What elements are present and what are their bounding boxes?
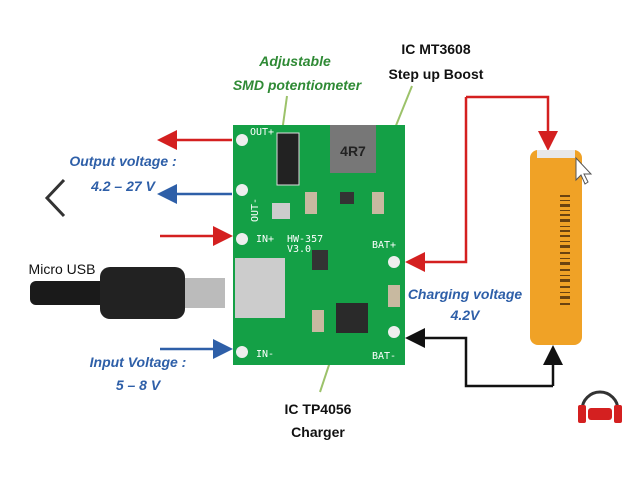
cic-logo	[578, 390, 622, 423]
charger-ic-leader	[319, 361, 331, 393]
pad-in-plus: IN+	[256, 234, 274, 245]
micro-usb-label: Micro USB	[29, 261, 96, 277]
input-voltage-label: Input Voltage :	[90, 354, 187, 370]
inductor	[330, 125, 376, 173]
charging-voltage-value: 4.2V	[450, 307, 481, 323]
mouse-cursor-icon	[575, 156, 593, 185]
battery-plus-wire	[466, 95, 558, 151]
chevron-left-icon	[44, 178, 66, 218]
pad-out-plus: OUT+	[250, 127, 274, 138]
board-model: HW-357	[287, 234, 323, 245]
pad-in-minus: IN-	[256, 349, 274, 360]
previous-image-button[interactable]	[38, 175, 74, 223]
charger-ic-label-2: Charger	[291, 424, 345, 440]
battery-18650	[530, 150, 582, 345]
micro-usb-cable	[30, 267, 225, 319]
output-voltage-range: 4.2 – 27 V	[90, 178, 156, 194]
potentiometer-label: Adjustable	[258, 53, 331, 69]
boost-ic-label: IC MT3608	[401, 41, 470, 57]
inductor-marking: 4R7	[340, 143, 366, 159]
boost-ic-label-2: Step up Boost	[389, 66, 484, 82]
pad-bat-minus: BAT-	[372, 351, 396, 362]
pad-out-minus: OUT-	[250, 198, 261, 222]
board-version: V3.0	[287, 244, 311, 255]
bat-plus-arrow	[405, 97, 468, 272]
output-voltage-label: Output voltage :	[69, 153, 176, 169]
boost-ic-leader	[394, 85, 413, 129]
bat-minus-arrow	[405, 328, 553, 388]
pcb-board: 4R7 OUT+ OUT- IN+ IN- BAT+ BAT- HW-357 V…	[233, 125, 405, 365]
tp4056-chip	[336, 303, 368, 333]
potentiometer	[272, 203, 290, 219]
input-voltage-range: 5 – 8 V	[116, 377, 162, 393]
charger-ic-label: IC TP4056	[285, 401, 352, 417]
charging-voltage-label: Charging voltage	[408, 286, 523, 302]
pad-bat-plus: BAT+	[372, 240, 396, 251]
potentiometer-label-2: SMD potentiometer	[233, 77, 363, 93]
micro-usb-port	[235, 258, 285, 318]
